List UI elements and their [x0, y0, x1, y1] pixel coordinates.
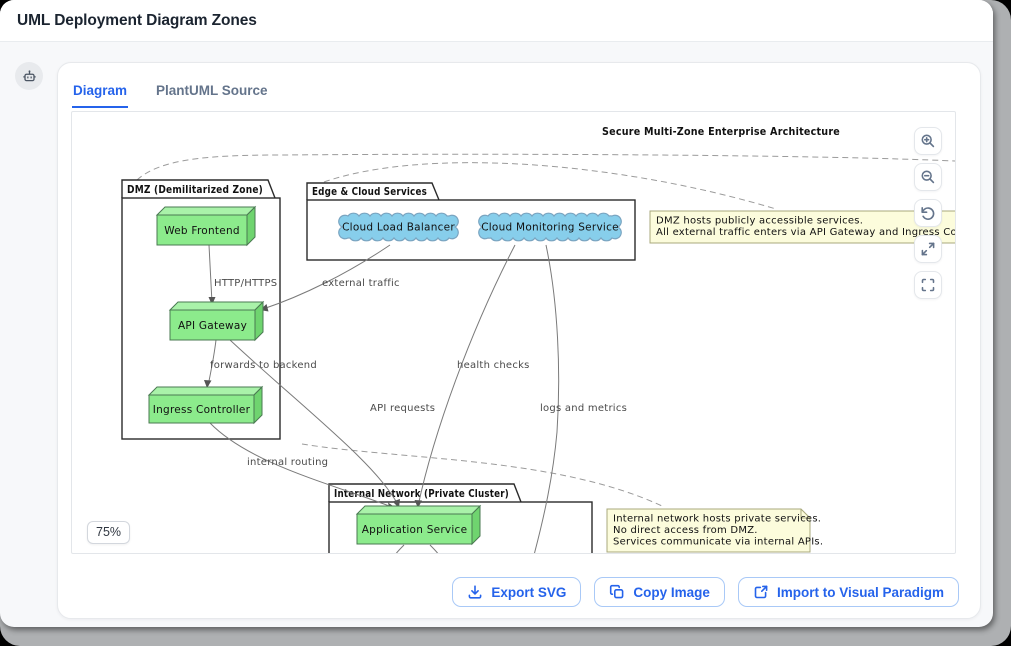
- reset-view-button[interactable]: [914, 199, 942, 227]
- node-top-face: [155, 206, 257, 216]
- edge-label: health checks: [457, 360, 530, 371]
- node-box: [356, 513, 473, 545]
- node-top-face: [168, 301, 265, 311]
- note-text: No direct access from DMZ.: [613, 525, 758, 536]
- package-tab: [328, 483, 522, 503]
- edge-line: [209, 422, 393, 508]
- zoom-level-badge: 75%: [87, 521, 131, 544]
- cloud-label: Cloud Load Balancer: [342, 222, 455, 234]
- edge-label: external traffic: [322, 278, 400, 289]
- edge-line: [534, 244, 560, 553]
- cloud-node: [478, 212, 622, 242]
- edge-arrowhead: [414, 500, 422, 508]
- note-link-dashed: [323, 162, 777, 210]
- app-window: UML Deployment Diagram Zones Diagram Plan…: [0, 0, 993, 627]
- fullscreen-icon: [921, 278, 935, 292]
- robot-icon: [22, 69, 36, 81]
- note-text: All external traffic enters via API Gate…: [656, 227, 955, 238]
- expand-button[interactable]: [914, 235, 942, 263]
- diagram-title: Secure Multi-Zone Enterprise Architectur…: [602, 125, 840, 138]
- zoom-out-icon: [921, 170, 935, 184]
- diagram-card: Diagram PlantUML Source Secure Multi-Zone…: [57, 62, 981, 619]
- cloud-label: Cloud Monitoring Service: [481, 222, 619, 234]
- node-label: Web Frontend: [164, 225, 240, 237]
- node-box: [148, 394, 255, 424]
- page-content: Diagram PlantUML Source Secure Multi-Zone…: [0, 42, 993, 627]
- copy-icon: [610, 584, 624, 599]
- external-link-icon: [754, 585, 768, 599]
- edge-label: forwards to backend: [210, 360, 317, 371]
- note-text: Services communicate via internal APIs.: [613, 537, 823, 548]
- edge-line: [262, 244, 391, 310]
- copy-image-button[interactable]: Copy Image: [594, 577, 725, 607]
- bot-button[interactable]: [15, 62, 43, 90]
- import-to-visual-paradigm-button[interactable]: Import to Visual Paradigm: [737, 577, 959, 607]
- zoom-in-icon: [921, 134, 935, 148]
- page-title: UML Deployment Diagram Zones: [17, 11, 257, 29]
- node-label: API Gateway: [178, 320, 247, 332]
- package-name: Internal Network (Private Cluster): [334, 487, 509, 500]
- note-text: Internal network hosts private services.: [613, 514, 821, 525]
- zoom-in-button[interactable]: [914, 127, 942, 155]
- package-tab: [306, 182, 440, 201]
- app-header: UML Deployment Diagram Zones: [0, 0, 993, 42]
- diagram-viewport[interactable]: Secure Multi-Zone Enterprise Architectur…: [71, 111, 956, 554]
- package-body: [121, 197, 281, 440]
- reset-view-icon: [921, 206, 935, 220]
- node-box: [169, 309, 256, 341]
- edge-line: [395, 544, 405, 553]
- package-tab: [121, 179, 276, 199]
- note-link-dashed: [136, 153, 955, 181]
- export-svg-button[interactable]: Export SVG: [452, 577, 582, 607]
- expand-icon: [921, 242, 935, 256]
- node-label: Application Service: [362, 524, 468, 536]
- edge-line: [417, 244, 516, 507]
- package-name: DMZ (Demilitarized Zone): [127, 183, 263, 196]
- edge-line: [208, 244, 213, 304]
- tab-bar: Diagram PlantUML Source: [58, 63, 980, 108]
- fullscreen-button[interactable]: [914, 271, 942, 299]
- package-name: Edge & Cloud Services: [312, 185, 427, 198]
- edge-label: API requests: [370, 403, 435, 414]
- edge-label: HTTP/HTTPS: [214, 278, 277, 289]
- edge-arrowhead: [208, 297, 216, 305]
- node-box: [156, 214, 248, 246]
- edge-line: [229, 339, 399, 506]
- edge-label: internal routing: [247, 457, 328, 468]
- zoom-out-button[interactable]: [914, 163, 942, 191]
- edge-line: [429, 544, 439, 553]
- uml-deployment-diagram: Secure Multi-Zone Enterprise Architectur…: [121, 125, 955, 553]
- note-text: DMZ hosts publicly accessible services.: [656, 216, 863, 227]
- node-label: Ingress Controller: [153, 404, 251, 416]
- edge-arrowhead: [204, 380, 212, 388]
- node-top-face: [147, 386, 264, 396]
- package-body: [328, 501, 593, 553]
- edge-label: logs and metrics: [540, 403, 627, 414]
- node-top-face: [355, 505, 482, 515]
- tab-diagram[interactable]: Diagram: [72, 83, 129, 108]
- cloud-node: [338, 212, 459, 242]
- zoom-controls: [914, 127, 942, 299]
- download-icon: [469, 585, 482, 599]
- package-body: [306, 199, 636, 261]
- note: [606, 508, 811, 553]
- note-link-dashed: [301, 443, 663, 507]
- tab-plantuml-source[interactable]: PlantUML Source: [155, 83, 269, 108]
- action-bar: Export SVG Copy Image Import to Visual Par…: [452, 577, 959, 607]
- note-fold: [800, 509, 810, 519]
